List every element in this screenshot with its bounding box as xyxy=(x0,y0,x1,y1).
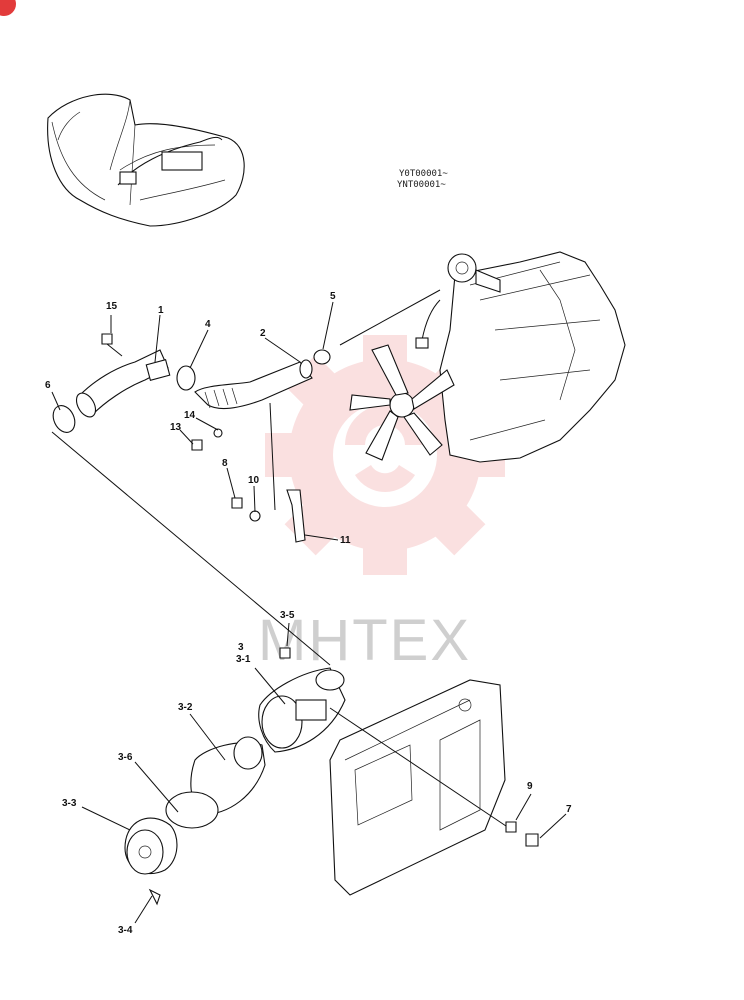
callout-2: 2 xyxy=(260,328,266,339)
callout-3-4: 3-4 xyxy=(118,925,133,936)
callout-11: 11 xyxy=(340,535,351,546)
callout-3-2: 3-2 xyxy=(178,702,193,713)
callout-8: 8 xyxy=(222,458,228,469)
engine-assembly xyxy=(349,251,626,463)
machine-inset xyxy=(47,93,245,227)
intake-hoses xyxy=(52,333,331,543)
callout-15: 15 xyxy=(106,301,118,312)
callout-7: 7 xyxy=(566,804,572,815)
leader-lines xyxy=(51,289,567,924)
air-cleaner-assembly xyxy=(124,647,539,906)
corner-badge xyxy=(0,0,16,16)
cooling-fan xyxy=(349,344,455,461)
callout-13: 13 xyxy=(170,422,182,433)
callout-3-3: 3-3 xyxy=(62,798,77,809)
callout-6: 6 xyxy=(45,380,51,391)
callout-1: 1 xyxy=(158,305,164,316)
callout-4: 4 xyxy=(205,319,211,330)
serial-range-1: Y0T00001~ xyxy=(399,169,448,179)
callout-10: 10 xyxy=(248,475,260,486)
callout-3: 3 xyxy=(238,642,244,653)
callout-9: 9 xyxy=(527,781,533,792)
callout-3-6: 3-6 xyxy=(118,752,133,763)
watermark-text: MHTEX xyxy=(258,608,471,673)
callout-labels: 15 1 4 2 5 6 14 13 8 10 11 3-5 3 3-1 3-2… xyxy=(45,291,572,936)
callout-5: 5 xyxy=(330,291,336,302)
callout-14: 14 xyxy=(184,410,196,421)
callout-3-5: 3-5 xyxy=(280,610,295,621)
serial-range-2: YNT00001~ xyxy=(397,180,446,190)
callout-3-1: 3-1 xyxy=(236,654,251,665)
